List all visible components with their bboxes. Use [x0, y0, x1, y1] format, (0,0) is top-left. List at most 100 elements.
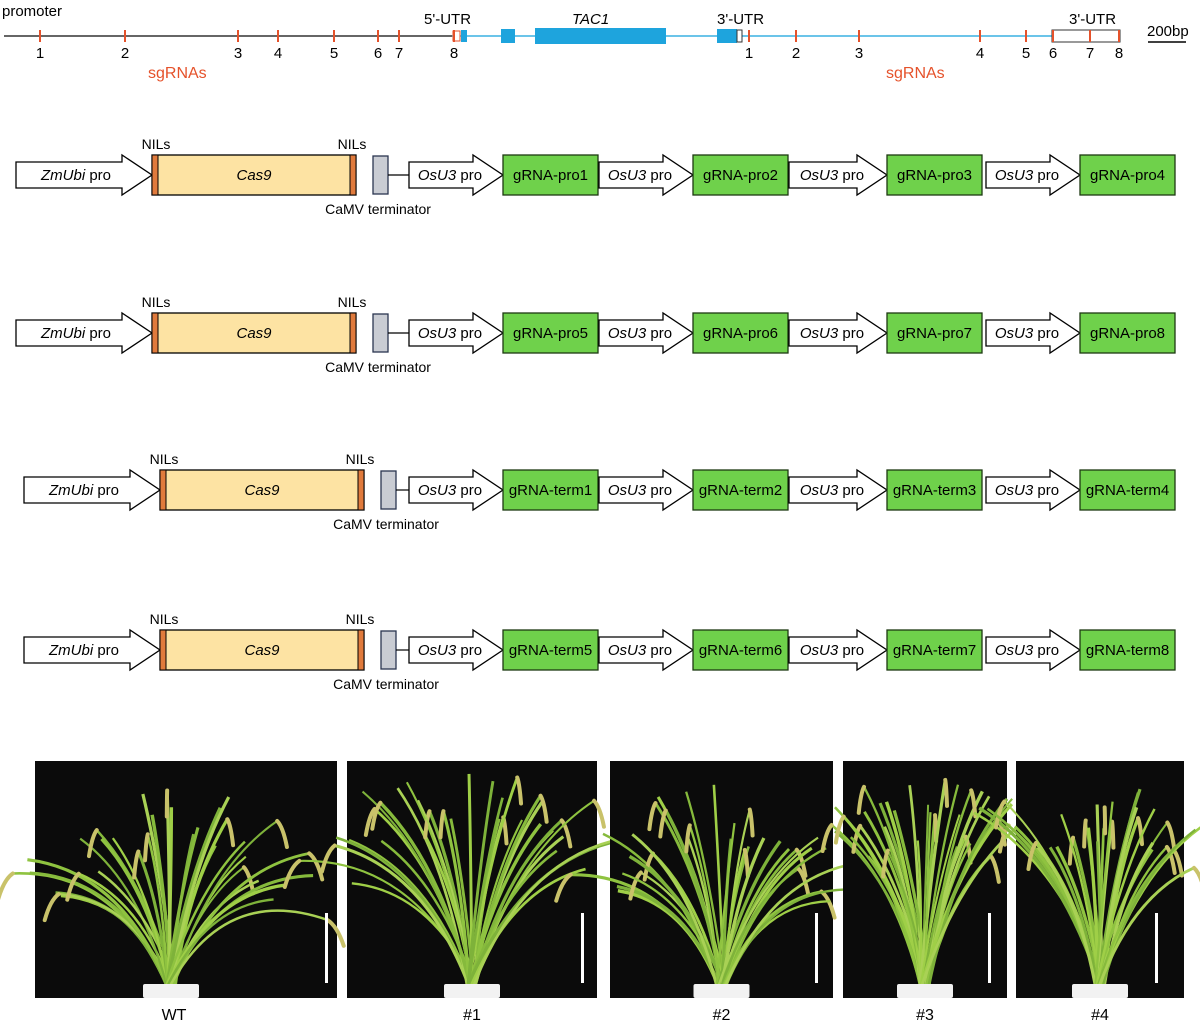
plant-panicle: [275, 818, 289, 849]
nils-right-marker: [357, 469, 365, 511]
plant-panicle: [747, 807, 755, 838]
plant-leaf: [164, 840, 246, 987]
terminator-tick-label-6: 6: [1049, 45, 1057, 62]
utr3-box-b: [1051, 29, 1121, 43]
nils-left-label: NILs: [150, 611, 179, 627]
plant-panicle: [1165, 820, 1177, 851]
plant-panicle: [554, 872, 573, 903]
osu3-promoter-arrow-3: [788, 311, 889, 355]
nils-left-marker: [151, 312, 159, 354]
sgrnas-label-terminator: sgRNAs: [886, 65, 945, 82]
nils-right-marker: [349, 154, 357, 196]
zmubi-promoter-arrow: [15, 153, 154, 197]
osu3-promoter-label-4: OsU3 pro: [995, 482, 1059, 499]
plant-leaf: [685, 791, 726, 987]
plant-leaf: [884, 801, 923, 987]
utr3-box-a: [736, 29, 743, 43]
osu3-promoter-arrow-3: [788, 153, 889, 197]
nils-right-label: NILs: [338, 136, 367, 152]
plant-panicle: [225, 817, 236, 848]
cas9-box: [159, 629, 365, 671]
cas9-box: [159, 469, 365, 511]
promoter-tick-label-5: 5: [330, 45, 338, 62]
cas9-label: Cas9: [244, 642, 280, 659]
cas9-box: [151, 154, 357, 196]
terminator-tick-label-3: 3: [855, 45, 863, 62]
plant-panicle: [628, 870, 643, 901]
plant-leaf: [628, 854, 725, 987]
exon-2: [501, 29, 515, 43]
osu3-promoter-arrow-1: [408, 628, 505, 672]
grna-label-3: gRNA-pro7: [897, 325, 972, 342]
osu3-promoter-arrow-2: [598, 311, 695, 355]
grna-box-1: [502, 312, 599, 354]
photo-scale-bar: [988, 913, 991, 983]
grna-box-4: [1079, 469, 1176, 511]
plant-panicle: [794, 847, 808, 878]
grna-box-2: [692, 469, 789, 511]
camv-terminator-box: [380, 470, 397, 510]
grna-label-3: gRNA-term7: [893, 642, 976, 659]
plant-panicle: [307, 851, 325, 882]
promoter-tick-label-3: 3: [234, 45, 242, 62]
plant-leaf: [927, 797, 1009, 987]
grna-label-4: gRNA-term8: [1086, 642, 1169, 659]
plant-panicle: [515, 775, 524, 806]
pot: [143, 984, 199, 998]
grna-label-1: gRNA-term5: [509, 642, 592, 659]
zmubi-promoter-label: ZmUbi pro: [40, 325, 111, 342]
plant-leaf: [441, 810, 471, 987]
osu3-promoter-arrow-4: [985, 153, 1082, 197]
plant-leaf: [1036, 846, 1097, 987]
photo-scale-bar: [581, 913, 584, 983]
plant-panicle: [1026, 841, 1038, 872]
terminator-tick-label-8: 8: [1115, 45, 1123, 62]
grna-label-4: gRNA-term4: [1086, 482, 1169, 499]
photo-caption-2: #1: [463, 1007, 481, 1022]
plant-panicle: [438, 809, 446, 840]
grna-label-2: gRNA-pro2: [703, 167, 778, 184]
photo-scale-bar: [325, 913, 328, 983]
plant-panicle: [943, 777, 950, 808]
plant-leaf: [1095, 821, 1114, 987]
osu3-promoter-label-3: OsU3 pro: [800, 642, 864, 659]
cas9-box: [151, 312, 357, 354]
grna-box-1: [502, 469, 599, 511]
plant-photo-2: #1: [282, 761, 628, 1022]
plant-photos: WT#1#2#3#4: [0, 761, 1200, 1022]
terminator-tick-label-2: 2: [792, 45, 800, 62]
plant-panicle: [1110, 819, 1116, 850]
plant-panicle: [370, 800, 383, 831]
terminator-tick-label-7: 7: [1086, 45, 1094, 62]
plant-leaf: [717, 836, 819, 987]
zmubi-promoter-label: ZmUbi pro: [48, 482, 119, 499]
osu3-promoter-label-2: OsU3 pro: [608, 642, 672, 659]
camv-terminator-label: CaMV terminator: [325, 201, 431, 217]
utr3-label-b: 3'-UTR: [1069, 11, 1116, 28]
plant-photo-1: WT: [0, 761, 346, 1022]
grna-label-1: gRNA-term1: [509, 482, 592, 499]
osu3-promoter-label-1: OsU3 pro: [418, 325, 482, 342]
osu3-promoter-arrow-4: [985, 468, 1082, 512]
camv-terminator-label: CaMV terminator: [333, 676, 439, 692]
utr5-label: 5'-UTR: [424, 11, 471, 28]
pot: [1072, 984, 1128, 998]
terminator-tick-label-4: 4: [976, 45, 984, 62]
nils-right-label: NILs: [346, 611, 375, 627]
osu3-promoter-arrow-4: [985, 311, 1082, 355]
osu3-promoter-label-3: OsU3 pro: [800, 167, 864, 184]
photo-caption-4: #3: [916, 1007, 934, 1022]
plant-panicle: [658, 808, 668, 839]
exon-1: [461, 30, 467, 42]
plant-leaf: [171, 851, 310, 987]
plant-panicle: [320, 843, 337, 874]
osu3-promoter-label-4: OsU3 pro: [995, 167, 1059, 184]
grna-label-1: gRNA-pro1: [513, 167, 588, 184]
plant-panicle: [851, 823, 863, 854]
plant-panicle: [1136, 816, 1145, 847]
